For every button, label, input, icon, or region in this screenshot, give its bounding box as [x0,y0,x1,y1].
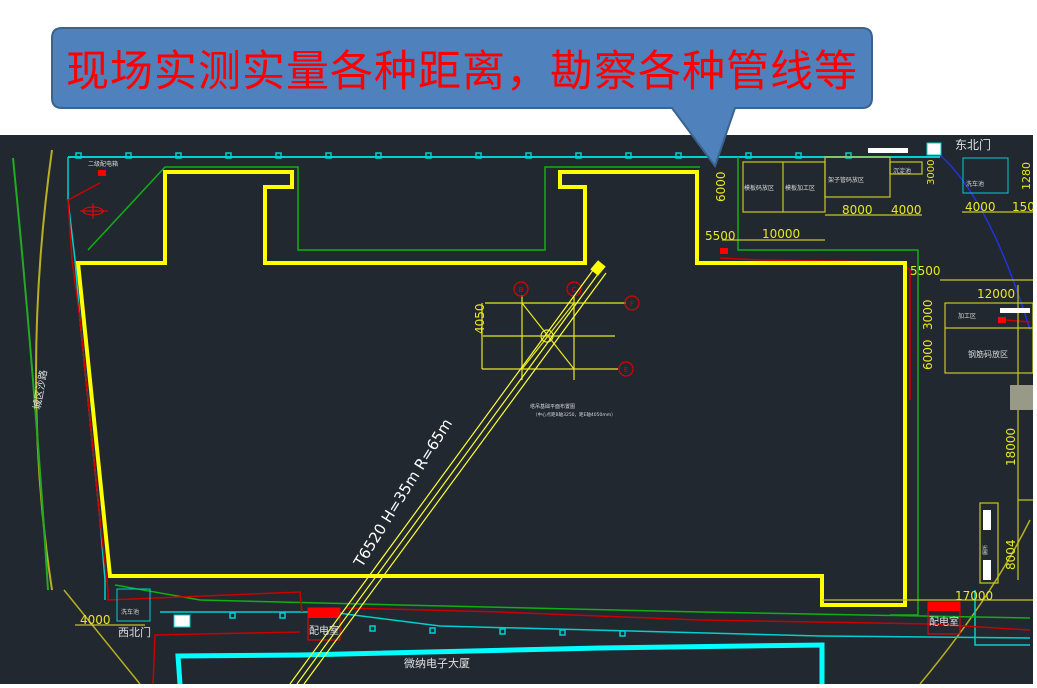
crane-foundation [481,295,626,380]
car-wash-w [116,588,151,622]
neighbor-building-outline [175,642,825,685]
label-power-room-2: 配电室 [929,615,959,628]
dim-1280: 1280 [1020,162,1033,190]
storage-zones [722,156,1034,601]
drainage-line [87,157,1031,619]
callout-text: 现场实测实量各种距离，勘察各种管线等 [66,47,858,97]
water-valves [75,152,852,637]
dim-4050: 4050 [473,303,487,334]
label-sedimentation: 沉淀池 [893,167,911,175]
guard-booth-west [173,614,191,628]
label-car-wash-ne: 洗车池 [966,180,984,188]
label-zone-scaffold: 架子管码放区 [828,176,864,184]
site-plan: B C F E 二级配电箱 模板码放区 模板加工区 架子管码放区 沉淀池 洗车池… [12,137,1035,685]
dim-3000-right: 3000 [921,299,935,330]
tower-crane-jib [289,265,607,685]
label-power-room-1: 配电室 [309,624,339,637]
processing-marker [1000,308,1030,313]
label-north-gate: 东北门 [955,137,991,152]
fire-hydrant-icon [80,203,108,219]
dim-12000: 12000 [977,287,1015,301]
road-edge-left [12,157,49,591]
power-room-fill [308,608,340,618]
crane-tip [590,260,606,276]
axis-marker-c: C [572,286,577,294]
road-line [63,589,141,685]
dim-8000: 8000 [842,203,873,217]
car-wash-ne [962,157,1009,194]
power-room-2 [927,601,961,635]
label-zone-template-processing: 模板加工区 [785,184,815,192]
label-west-gate: 西北门 [118,625,151,639]
label-neighbor-building: 微纳电子大厦 [404,656,470,670]
label-tower-crane: T6520 H=35m R=65m [350,415,456,570]
boundary-arc [939,154,1031,331]
axis-marker-b: B [519,286,524,294]
dim-5500-right: 5500 [910,264,941,278]
water-pipe [67,156,1031,646]
crane-radius-arc [919,519,1031,685]
gate-marker [868,148,908,153]
dim-3000-top: 3000 [926,160,937,185]
power-room-fill [928,602,960,611]
toilet-marker [983,560,991,580]
dim-6000-right: 6000 [921,339,935,370]
office-block [1010,385,1033,410]
dim-17000: 17000 [955,589,993,603]
label-foundation-position: （中心点距B轴3250，距E轴4050mm） [533,411,616,418]
axis-marker-e: E [624,366,628,374]
guard-booth [926,142,942,156]
distribution-box-icon [98,170,106,176]
dim-10000: 10000 [762,227,800,241]
dim-1500: 150 [1012,200,1033,214]
dim-4000-a: 4000 [891,203,922,217]
dim-5500: 5500 [705,229,736,243]
label-foundation-note: 塔吊基础平面布置图 [530,403,575,410]
dim-4000-b: 4000 [965,200,996,214]
building-outline [75,170,907,607]
distribution-box-icon [720,248,728,254]
axis-marker-circles [513,281,640,377]
cad-drawing: B C F E 二级配电箱 模板码放区 模板加工区 架子管码放区 沉淀池 洗车池… [0,135,1035,685]
label-car-wash-w: 洗车池 [121,608,139,616]
dim-6000: 6000 [714,171,728,202]
dim-4000-west: 4000 [80,613,111,627]
label-toilet: 厕所 [982,545,989,555]
callout-bubble [51,27,873,169]
label-zone-template: 模板码放区 [744,184,774,192]
label-processing: 加工区 [958,312,976,320]
toilet-marker [983,510,991,530]
axis-marker-f: F [630,300,634,308]
dim-18000: 18000 [1004,428,1018,466]
distribution-box-icon [998,317,1006,323]
label-rebar-storage: 钢筋码放区 [968,349,1008,359]
label-secondary-box: 二级配电箱 [88,160,118,168]
power-room-1 [307,607,341,641]
dim-8004: 8004 [1004,539,1018,570]
